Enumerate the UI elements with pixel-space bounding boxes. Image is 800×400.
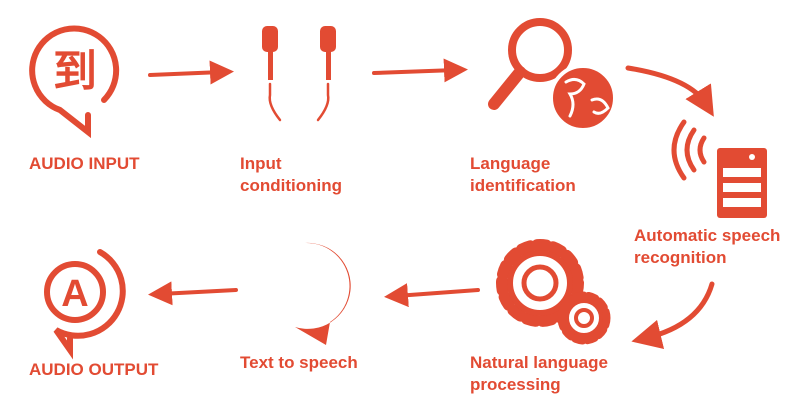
- label-input-conditioning: Input conditioning: [240, 153, 342, 197]
- label-audio-output: AUDIO OUTPUT: [29, 360, 159, 379]
- earphones-icon: [262, 26, 336, 122]
- arrow-right-icon: [148, 60, 234, 85]
- label-text-to-speech: Text to speech: [240, 353, 358, 372]
- arrow-left-icon: [148, 281, 238, 306]
- arrow-left-icon: [384, 283, 480, 308]
- label-line: recognition: [634, 248, 727, 267]
- arrow-curved-icon: [625, 65, 714, 117]
- label-audio-input: AUDIO INPUT: [29, 154, 140, 173]
- label-line: Natural language: [470, 353, 608, 372]
- chat-bubble-dots-icon: [277, 242, 351, 345]
- gears-icon: [496, 239, 611, 345]
- arrow-right-icon: [372, 58, 468, 83]
- label-asr: Automatic speech recognition: [634, 225, 780, 269]
- label-nlp: Natural language processing: [470, 352, 608, 396]
- label-language-identification: Language identification: [470, 153, 576, 197]
- label-line: conditioning: [240, 176, 342, 195]
- speech-bubble-character-icon: 到: [29, 25, 120, 139]
- arrow-curved-icon: [631, 281, 715, 350]
- server-signal-icon: [671, 119, 767, 218]
- label-line: identification: [470, 176, 576, 195]
- label-line: Language: [470, 154, 551, 173]
- letter-glyph: A: [61, 273, 88, 315]
- magnifier-globe-icon: [488, 18, 617, 132]
- speech-bubble-letter-icon: A: [44, 249, 126, 360]
- character-glyph: 到: [53, 46, 97, 97]
- label-line: processing: [470, 375, 561, 394]
- label-line: Automatic speech: [634, 226, 781, 245]
- label-line: Input: [240, 154, 282, 173]
